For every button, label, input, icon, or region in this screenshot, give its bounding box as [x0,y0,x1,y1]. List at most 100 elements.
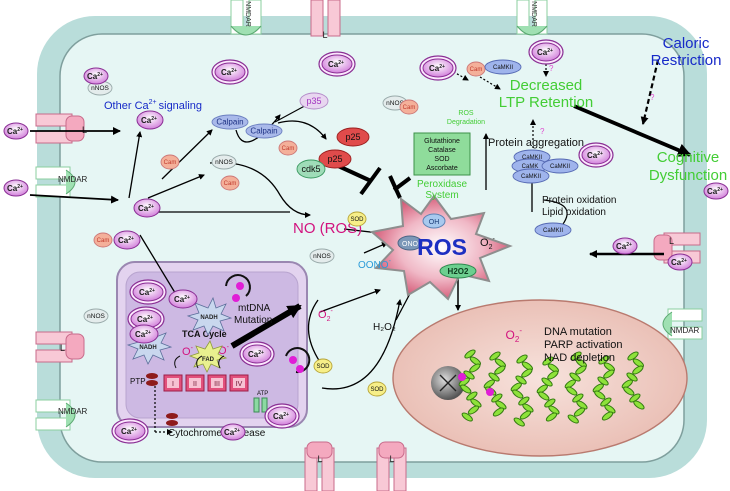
caloric-restriction-arrow [640,59,660,125]
ca-ion: Ca2+ [129,324,159,344]
camkii-node: CaMKII [534,222,572,238]
mtdna-label-1: mtDNA [238,303,271,314]
svg-text:Calpain: Calpain [250,127,277,136]
svg-text:Ca2+: Ca2+ [118,236,134,245]
dna-strands [458,349,645,427]
svg-text:CaMKII: CaMKII [522,155,542,161]
svg-text:Ca2+: Ca2+ [139,288,155,297]
cognitive-label-2: Dysfunction [649,167,727,184]
ca-ion: Ca2+ [3,179,29,197]
ca-ion: Ca2+ [113,230,141,250]
lipid-oxidation-label: Lipid oxidation [542,207,606,218]
camkii-node: CaMKII [484,59,522,75]
svg-text:p25: p25 [345,132,360,142]
o2-mito-label-2: O- [218,344,230,357]
mtdna-loop [225,274,251,297]
svg-text:Cam: Cam [403,105,416,111]
h2o2-label: H₂O₂ [373,322,396,333]
tca-cycle-label: TCA Cycle [182,329,227,339]
svg-text:Ca2+: Ca2+ [7,184,23,193]
protein-oxidation-label: Protein oxidation [542,195,617,206]
nnos-node: nNOS [83,308,109,324]
channel-nmdar-top-1: NMDAR [230,0,262,36]
ca-ion: Ca2+ [667,253,693,271]
other-ca-signaling-label: Other Ca2+signaling [104,99,202,112]
cam-node: Cam [466,61,486,77]
svg-text:p25: p25 [327,154,342,164]
h2o2-node [439,263,477,279]
l-label: L [669,236,674,246]
inhibition-bar [359,166,382,196]
calpain-node: Calpain [211,114,249,130]
ptp-channel [146,373,158,386]
svg-text:Ca2+: Ca2+ [135,330,151,339]
fad-burst: FAD [188,340,228,373]
o2-superoxide-label: O2- [318,308,333,323]
ca-ion: Ca2+ [168,289,198,309]
channel-l-left-lower: L [35,331,85,363]
sod-box-label: SOD [434,156,449,163]
svg-text:Ca2+: Ca2+ [273,412,289,421]
cognitive-label-1: Cognitive [657,149,720,166]
ca-ion: Ca2+ [239,341,275,367]
l-label: L [317,454,322,464]
ca-ion: Ca2+ [136,110,164,130]
svg-text:FAD: FAD [202,357,215,363]
ros-degradation-label-1: ROS [458,110,474,117]
camkii-node: CaMKII [512,168,550,184]
svg-text:cdk5: cdk5 [301,164,320,174]
nmdar-label: NMDAR [244,1,251,27]
o2-in-ros-label: O2- [480,236,495,251]
h2o2-node-label: H2O2 [448,267,469,276]
svg-text:Cam: Cam [97,238,110,244]
sod-node: SOD [367,381,387,397]
svg-text:Ca2+: Ca2+ [224,428,240,437]
nnos-node: nNOS [87,80,113,96]
caloric-restriction-label-2: Restriction [651,52,722,69]
svg-text:CaMKII: CaMKII [543,228,563,234]
decreased-ltp-label-1: Decreased [510,77,583,94]
ptp-label: PTP [130,377,146,386]
sod-node: SOD [347,211,367,227]
ca-ion: Ca2+ [419,55,457,81]
channel-nmdar-top-2: NMDAR [516,0,548,36]
camkii-node: CaMKII [541,158,579,174]
svg-text:IV: IV [236,381,243,388]
ltp-to-cognitive-arrow [573,104,692,157]
ca-ion: Ca2+ [83,67,109,85]
ca-ion: Ca2+ [211,59,249,85]
cam-node: Cam [278,140,298,156]
svg-text:Ca2+: Ca2+ [137,315,153,324]
svg-text:NADH: NADH [139,345,156,351]
l-label: L [60,343,65,353]
svg-text:CaMK: CaMK [522,164,539,170]
svg-text:Ca2+: Ca2+ [248,350,264,359]
question-mark-1: ? [540,127,545,136]
glutathione-label: Glutathione [424,138,460,145]
svg-text:Calpain: Calpain [216,118,243,127]
peroxidase-box [413,132,471,176]
svg-text:nNOS: nNOS [91,85,109,92]
mtdna-label-2: Mutation [234,315,272,326]
complex-iii: III [207,374,227,392]
channel-l-bottom-2: L [376,441,407,491]
ca-ion: Ca2+ [133,198,161,218]
ca-ion: Ca2+ [703,182,729,200]
ca-ion: Ca2+ [129,279,167,305]
ca-ion: Ca2+ [3,122,29,140]
channel-nmdar-left-lower: NMDAR [35,399,88,431]
complex-i: I [163,374,183,392]
dna-mutation-label: DNA mutation [544,326,612,338]
svg-text:Ca2+: Ca2+ [121,427,137,436]
l-label: L [389,454,394,464]
svg-text:Cam: Cam [470,67,483,73]
cam-node: Cam [220,175,240,191]
svg-text:Ca2+: Ca2+ [707,187,723,196]
tca-to-o2-arrow [230,303,302,349]
svg-text:Ca2+: Ca2+ [141,116,157,125]
nmdar-entry-arrow [29,194,119,204]
p25-node: p25 [336,127,370,147]
cytochrome-c [166,413,178,426]
peroxidase-label-2: System [425,190,458,201]
channel-l-left: L [35,113,87,144]
